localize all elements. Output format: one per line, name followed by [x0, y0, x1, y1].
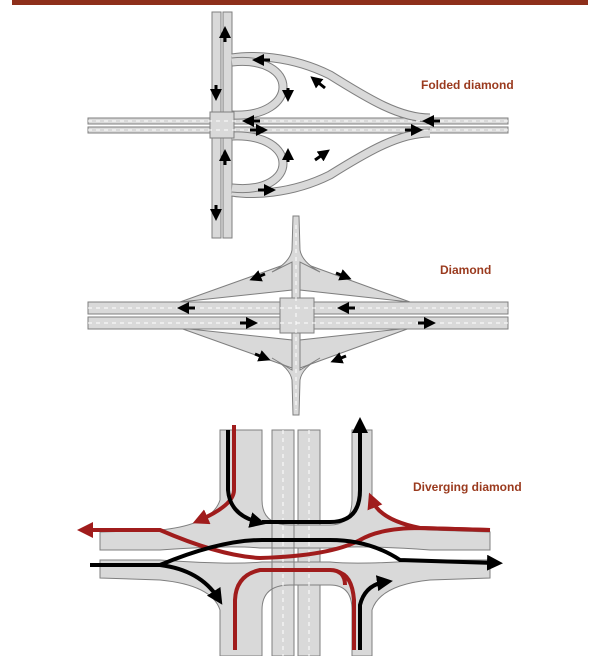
diverging-diamond-label: Diverging diamond	[413, 480, 522, 494]
diamond-arrows	[177, 269, 436, 364]
folded-diamond-label: Folded diamond	[421, 78, 514, 92]
diamond-diagram	[87, 215, 509, 416]
header-bar	[12, 0, 588, 5]
folded-diamond-arrows	[210, 26, 440, 221]
diamond-label: Diamond	[440, 263, 492, 277]
folded-diamond-diagram	[87, 11, 509, 239]
diverging-diamond-diagram	[99, 429, 491, 656]
diverging-diamond-arrows	[77, 417, 503, 650]
